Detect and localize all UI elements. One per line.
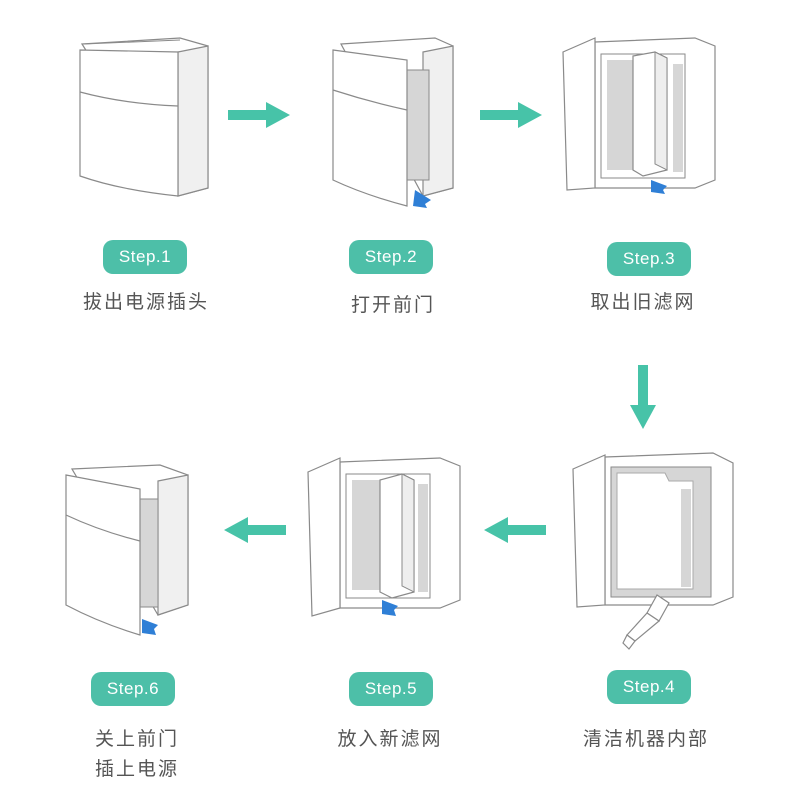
caption-line: 插上电源 bbox=[94, 758, 179, 780]
step-3-caption: 取出旧滤网 bbox=[533, 287, 753, 317]
arrow-right-step1-to-step2-icon bbox=[228, 102, 290, 128]
step-5-caption: 放入新滤网 bbox=[280, 724, 500, 754]
caption-line: 关上前门 bbox=[94, 728, 179, 750]
caption-line: 取出旧滤网 bbox=[590, 291, 696, 313]
step-4-clean-interior-illustration bbox=[572, 452, 734, 650]
insert-direction-arrow-icon bbox=[382, 600, 398, 616]
step-1-caption: 拔出电源插头 bbox=[36, 287, 256, 317]
step-1-badge: Step.1 bbox=[103, 240, 187, 274]
caption-line: 放入新滤网 bbox=[337, 728, 443, 750]
step-5-badge: Step.5 bbox=[349, 672, 433, 706]
step-3-remove-filter-illustration bbox=[562, 37, 716, 194]
caption-line: 打开前门 bbox=[350, 294, 435, 316]
step-5-insert-filter-illustration bbox=[307, 457, 461, 617]
step-3-badge: Step.3 bbox=[607, 242, 691, 276]
close-direction-arrow-icon bbox=[142, 619, 158, 635]
arrow-left-step4-to-step5-icon bbox=[484, 517, 546, 543]
caption-line: 拔出电源插头 bbox=[82, 291, 209, 313]
caption-line: 清洁机器内部 bbox=[582, 728, 709, 750]
step-6-caption: 关上前门 插上电源 bbox=[27, 724, 247, 784]
step-1-closed-purifier-illustration bbox=[79, 37, 209, 197]
vacuum-nozzle-icon bbox=[622, 594, 670, 650]
step-4-badge: Step.4 bbox=[607, 670, 691, 704]
open-direction-arrow-icon bbox=[413, 190, 431, 208]
step-2-open-door-illustration bbox=[332, 37, 454, 208]
step-6-close-door-illustration bbox=[65, 464, 189, 636]
step-2-badge: Step.2 bbox=[349, 240, 433, 274]
step-2-caption: 打开前门 bbox=[283, 290, 503, 320]
step-4-caption: 清洁机器内部 bbox=[536, 724, 756, 754]
arrow-right-step2-to-step3-icon bbox=[480, 102, 542, 128]
arrow-down-step3-to-step4-icon bbox=[630, 365, 656, 429]
step-6-badge: Step.6 bbox=[91, 672, 175, 706]
pull-direction-arrow-icon bbox=[651, 180, 667, 194]
arrow-left-step5-to-step6-icon bbox=[224, 517, 286, 543]
